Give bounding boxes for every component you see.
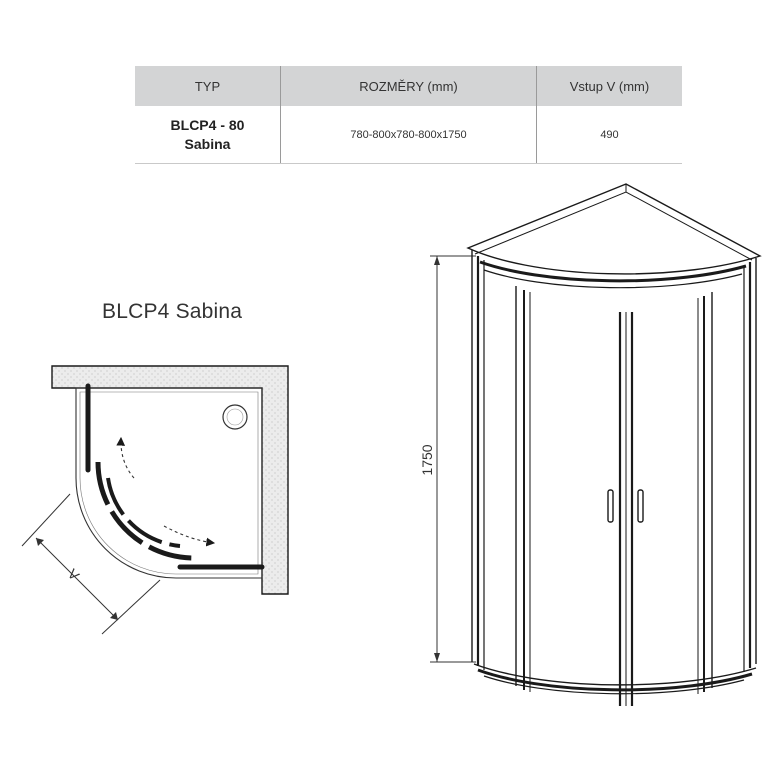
entrance-ext-line-2 [101,579,161,635]
shower-tray [75,387,263,579]
header-rozmery: ROZMĚRY (mm) [280,66,536,106]
cell-vstup: 490 [536,106,682,163]
sliding-door-inner [106,477,181,548]
height-label: 1750 [419,444,435,475]
dim-arrow-bottom-icon [434,653,440,662]
right-door-handle-icon [637,489,644,523]
open-arrow-right-icon [163,525,216,547]
top-frame [466,183,762,275]
dim-arrow-head-icon [110,612,118,620]
header-typ: TYP [194,78,221,94]
header-vstup: Vstup V (mm) [536,66,682,106]
top-rail [479,260,747,283]
table-row: BLCP4 - 80 Sabina 780-800x780-800x1750 4… [135,106,682,164]
shower-tray-inner [79,391,259,575]
drain-inner-icon [226,408,244,426]
dim-arrow-top-icon [434,256,440,265]
typ-model: BLCP4 - 80 [170,116,245,133]
cell-rozmery: 780-800x780-800x1750 [280,106,536,163]
entrance-label: V [65,566,83,584]
open-arrow-up-icon [116,436,135,479]
cell-typ: BLCP4 - 80 Sabina [135,106,280,163]
left-door-handle-icon [607,489,614,523]
entrance-dimension-line [35,537,119,621]
bottom-rail [477,668,753,692]
dim-arrow-head-icon [36,538,44,546]
bottom-rail-outer [473,663,757,686]
typ-name: Sabina [184,135,231,152]
top-rail-inner [483,269,743,289]
bottom-rail-inner [483,675,745,695]
sliding-door-outer [95,461,195,561]
wall-corner [51,365,289,595]
drain-icon [222,404,248,430]
plan-view: V [21,365,289,635]
elevation-view: 1750 [419,183,762,706]
spec-table: TYP ROZMĚRY (mm) Vstup V (mm) BLCP4 - 80… [135,66,682,164]
plan-title: BLCP4 Sabina [102,300,243,323]
table-header-row: TYP ROZMĚRY (mm) Vstup V (mm) [135,66,682,106]
entrance-ext-line-1 [21,493,71,547]
